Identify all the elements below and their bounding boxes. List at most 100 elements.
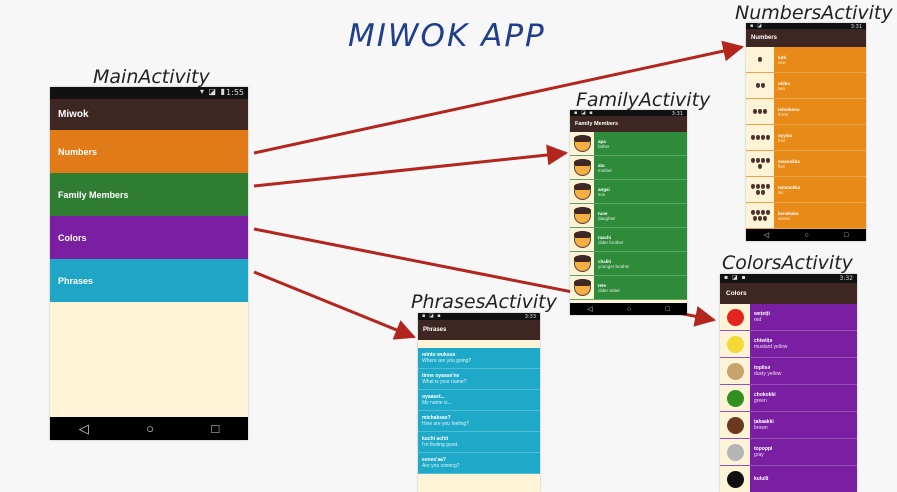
status-bar: ▪ ◪ 3:31 bbox=[746, 23, 866, 30]
nav-bar: ◁ ○ □ bbox=[746, 229, 866, 241]
english-translation: five bbox=[778, 163, 786, 169]
miwok-word: lutti bbox=[778, 54, 787, 60]
app-title: Phrases bbox=[423, 327, 447, 333]
english-translation: What is your name? bbox=[422, 379, 467, 385]
miwok-word: chokokki bbox=[754, 392, 776, 398]
item-image bbox=[570, 228, 594, 251]
miwok-word: oyaaset... bbox=[422, 394, 445, 400]
list-item[interactable]: eenes'aa?Are you coming? bbox=[418, 453, 540, 474]
acorn-icon bbox=[765, 158, 770, 163]
item-image bbox=[746, 203, 774, 228]
diagram-title: MIWOK APP bbox=[348, 18, 546, 54]
acorn-icon bbox=[760, 135, 765, 140]
acorn-icon bbox=[750, 184, 755, 189]
miwok-word: weṭeṭṭi bbox=[754, 311, 770, 317]
item-image bbox=[746, 151, 774, 176]
status-time: 3:33 bbox=[524, 314, 536, 320]
home-icon[interactable]: ○ bbox=[146, 421, 154, 436]
miwok-word: kuchi achit bbox=[422, 436, 449, 442]
status-icons: ▪ ◪ ▪ bbox=[724, 274, 747, 281]
acorn-icon bbox=[755, 83, 760, 88]
category-item[interactable]: Colors bbox=[50, 216, 248, 259]
miwok-word: minto wuksus bbox=[422, 352, 456, 358]
status-bar: ▪ ◪ ▪ 3:33 bbox=[418, 313, 540, 320]
english-translation: mother bbox=[598, 167, 613, 173]
recents-icon[interactable]: □ bbox=[844, 231, 849, 239]
category-item[interactable]: Family Members bbox=[50, 173, 248, 216]
family-member-icon bbox=[573, 159, 591, 176]
list-item[interactable]: kululli bbox=[720, 466, 857, 492]
color-swatch-icon bbox=[726, 416, 744, 434]
back-icon[interactable]: ◁ bbox=[763, 232, 770, 239]
item-text: eenes'aa?Are you coming? bbox=[418, 457, 460, 469]
status-icons: ▾ ◪ ▮ bbox=[200, 87, 227, 96]
acorn-icon bbox=[758, 216, 762, 221]
colors-activity-label: ColorsActivity bbox=[722, 252, 853, 274]
category-label: Colors bbox=[58, 232, 87, 243]
numbers-activity-label: NumbersActivity bbox=[735, 2, 893, 24]
list-item[interactable]: michaksas?How are you feeling? bbox=[418, 411, 540, 432]
nav-bar: ◁ ○ □ bbox=[570, 303, 687, 315]
item-text: oyaaset...My name is... bbox=[418, 394, 452, 406]
english-translation: two bbox=[778, 85, 786, 91]
english-translation: six bbox=[778, 189, 784, 195]
item-image bbox=[746, 177, 774, 202]
recents-icon[interactable]: □ bbox=[665, 305, 670, 313]
miwok-word: kululli bbox=[754, 476, 769, 482]
miwok-word: oyyisa bbox=[778, 132, 793, 138]
acorn-icon bbox=[755, 158, 760, 163]
category-label: Numbers bbox=[58, 146, 98, 157]
back-icon[interactable]: ◁ bbox=[587, 306, 593, 313]
acorn-icon bbox=[755, 190, 760, 195]
item-image bbox=[570, 204, 594, 227]
category-item[interactable]: Phrases bbox=[50, 259, 248, 302]
item-text: kululli bbox=[750, 476, 768, 482]
main-activity-label: MainActivity bbox=[93, 66, 210, 88]
app-bar: Miwok bbox=[50, 99, 248, 130]
acorn-icon bbox=[758, 109, 762, 114]
miwok-word: michaksas? bbox=[422, 415, 451, 421]
english-translation: daughter bbox=[598, 215, 616, 221]
home-icon[interactable]: ○ bbox=[804, 231, 809, 239]
item-image bbox=[746, 125, 774, 150]
category-item[interactable]: Numbers bbox=[50, 130, 248, 173]
status-bar: ▪ ◪ ▪ 3:31 bbox=[570, 110, 687, 117]
back-icon[interactable]: ◁ bbox=[78, 420, 89, 436]
miwok-word: angsi bbox=[598, 186, 610, 192]
item-image bbox=[746, 73, 774, 98]
home-icon[interactable]: ○ bbox=[626, 305, 632, 313]
list-item[interactable]: oyaaset...My name is... bbox=[418, 390, 540, 411]
english-translation: brown bbox=[754, 425, 768, 431]
recents-icon[interactable]: □ bbox=[211, 421, 220, 436]
